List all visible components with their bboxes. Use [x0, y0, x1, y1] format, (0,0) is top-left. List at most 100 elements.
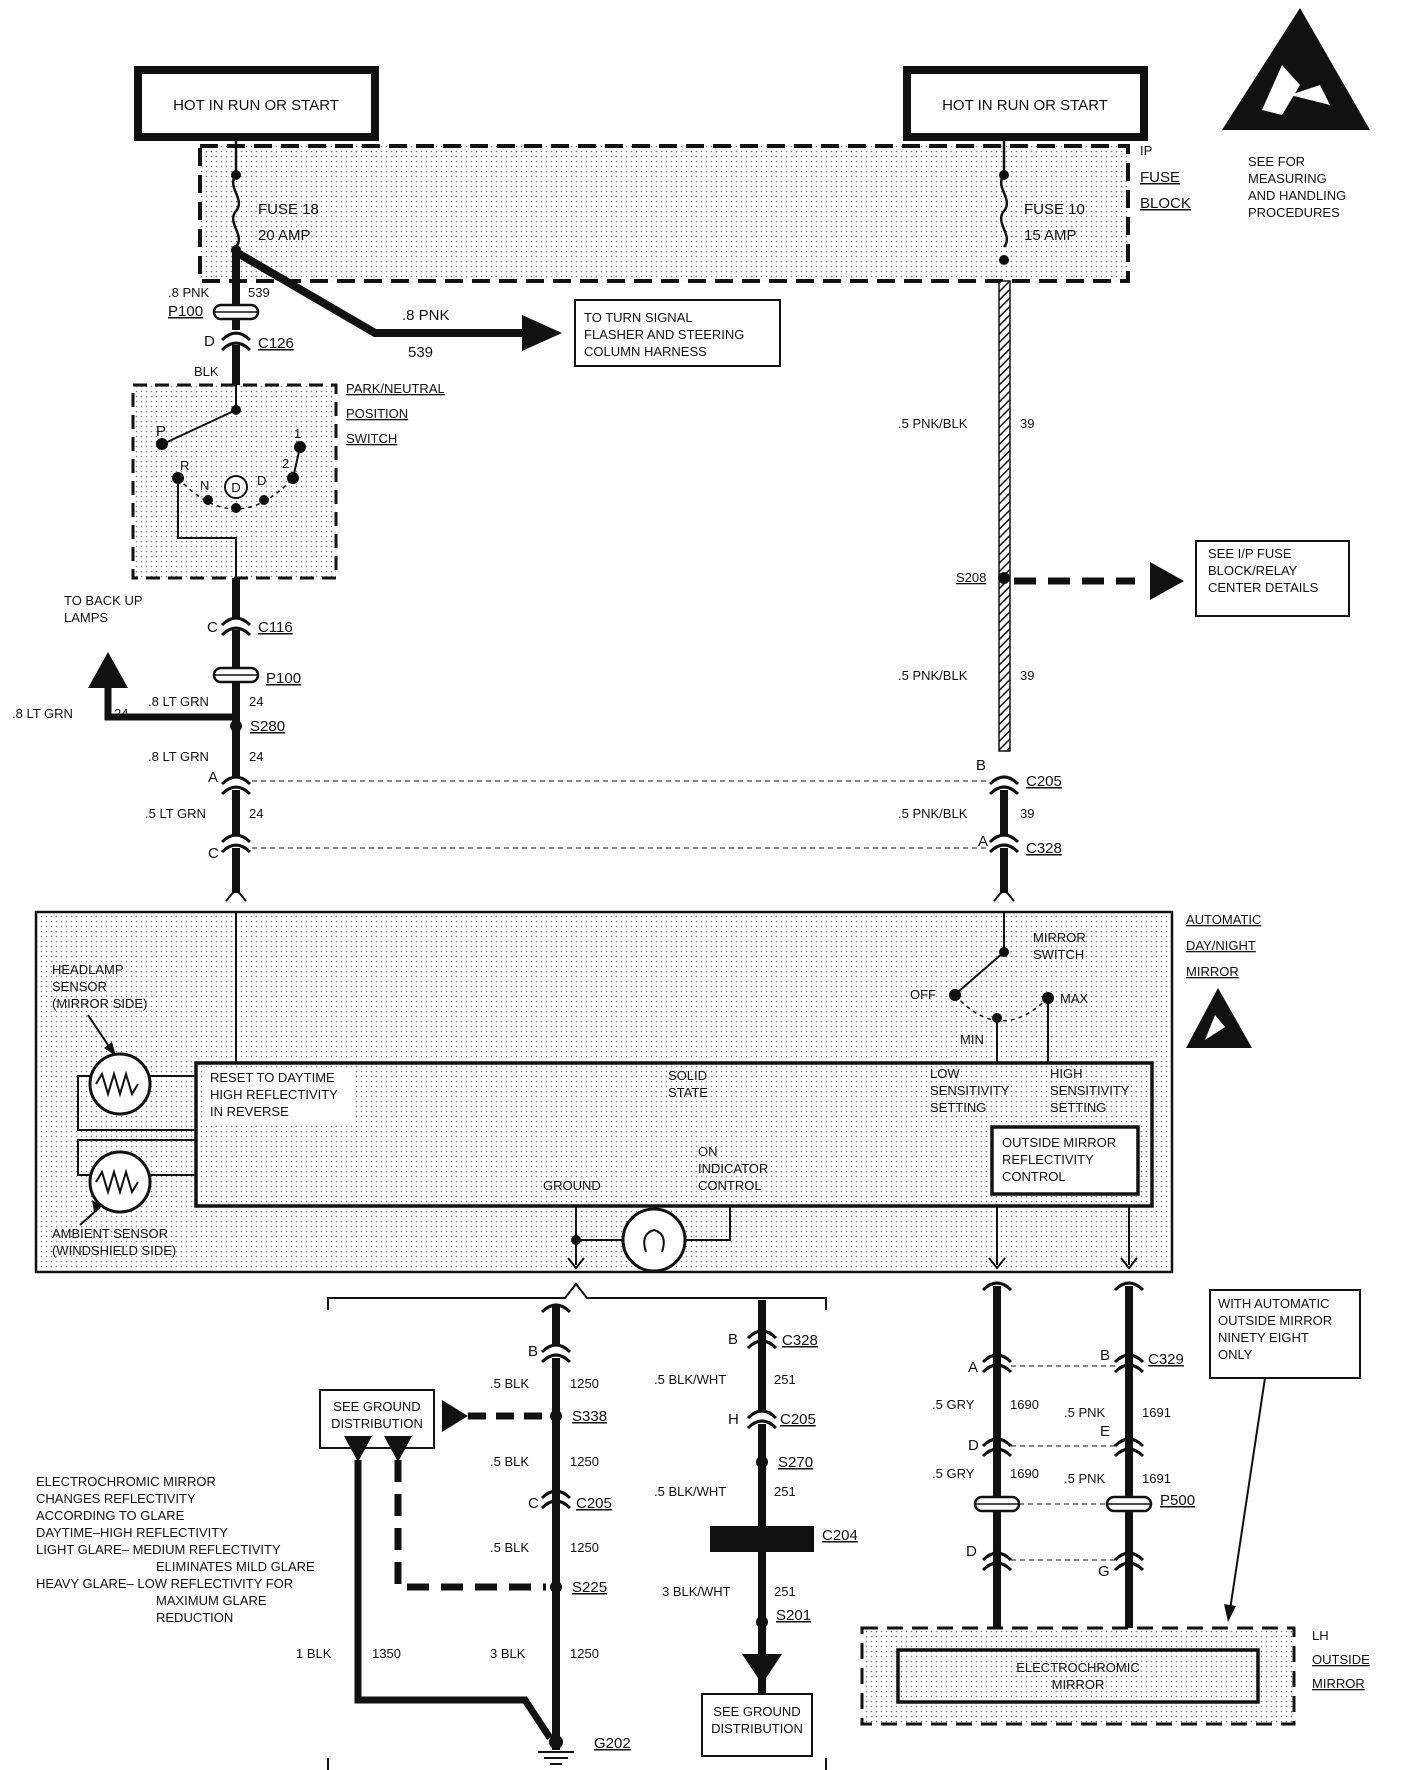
svg-text:1691: 1691: [1142, 1471, 1171, 1486]
lh-outside-mirror-label: LH OUTSIDE MIRROR: [1312, 1628, 1370, 1691]
svg-text:SENSITIVITY: SENSITIVITY: [1050, 1083, 1130, 1098]
svg-text:1690: 1690: [1010, 1466, 1039, 1481]
svg-text:.5 PNK: .5 PNK: [1064, 1471, 1106, 1486]
svg-text:39: 39: [1020, 806, 1034, 821]
svg-text:1691: 1691: [1142, 1405, 1171, 1420]
svg-text:C205: C205: [780, 1411, 816, 1428]
svg-text:OUTSIDE: OUTSIDE: [1312, 1652, 1370, 1667]
svg-text:D: D: [257, 473, 266, 488]
svg-text:REFLECTIVITY: REFLECTIVITY: [1002, 1152, 1094, 1167]
esd-warning-icon: [1222, 8, 1370, 130]
svg-text:539: 539: [248, 285, 270, 300]
fuse-block-label: IP FUSE BLOCK: [1140, 143, 1191, 212]
lower-connector: D G: [966, 1543, 1145, 1580]
c126: D C126: [204, 331, 294, 352]
c329-connector: A B C329: [968, 1347, 1184, 1376]
svg-text:E: E: [1100, 1423, 1110, 1440]
svg-text:.5 BLK: .5 BLK: [490, 1540, 529, 1555]
svg-text:3 BLK/WHT: 3 BLK/WHT: [662, 1584, 731, 1599]
svg-text:ONLY: ONLY: [1218, 1347, 1253, 1362]
svg-text:D: D: [968, 1437, 979, 1454]
svg-text:SEE I/P FUSE: SEE I/P FUSE: [1208, 546, 1292, 561]
svg-text:WITH AUTOMATIC: WITH AUTOMATIC: [1218, 1296, 1329, 1311]
svg-text:BLK: BLK: [194, 364, 219, 379]
svg-text:MEASURING: MEASURING: [1248, 171, 1327, 186]
svg-text:OUTSIDE MIRROR: OUTSIDE MIRROR: [1002, 1135, 1116, 1150]
svg-text:D: D: [966, 1543, 977, 1560]
svg-text:FUSE 18: FUSE 18: [258, 201, 319, 218]
svg-text:A: A: [968, 1359, 978, 1376]
svg-text:24: 24: [249, 806, 263, 821]
svg-text:TO BACK UP: TO BACK UP: [64, 593, 143, 608]
svg-text:HIGH REFLECTIVITY: HIGH REFLECTIVITY: [210, 1087, 338, 1102]
svg-text:HOT IN RUN OR START: HOT IN RUN OR START: [942, 97, 1108, 114]
svg-text:HIGH: HIGH: [1050, 1066, 1083, 1081]
svg-text:39: 39: [1020, 416, 1034, 431]
svg-text:POSITION: POSITION: [346, 406, 408, 421]
svg-text:1 BLK: 1 BLK: [296, 1646, 332, 1661]
svg-text:.5 BLK: .5 BLK: [490, 1376, 529, 1391]
svg-text:G202: G202: [594, 1735, 631, 1752]
svg-text:15 AMP: 15 AMP: [1024, 227, 1077, 244]
svg-text:TO TURN SIGNAL: TO TURN SIGNAL: [584, 310, 693, 325]
svg-text:.5 GRY: .5 GRY: [932, 1466, 975, 1481]
black-1350-wire: 1 BLK 1350: [296, 1436, 553, 1740]
svg-text:ELIMINATES MILD GLARE: ELIMINATES MILD GLARE: [156, 1559, 315, 1574]
p500-connector: P500: [973, 1492, 1195, 1513]
svg-text:P100: P100: [168, 303, 203, 320]
svg-text:.8 PNK: .8 PNK: [168, 285, 210, 300]
back-up-lamps-branch: TO BACK UP LAMPS .8 LT GRN 24: [12, 593, 236, 721]
svg-text:SENSOR: SENSOR: [52, 979, 107, 994]
svg-text:B: B: [728, 1331, 738, 1348]
svg-text:ACCORDING TO GLARE: ACCORDING TO GLARE: [36, 1508, 185, 1523]
svg-text:1250: 1250: [570, 1646, 599, 1661]
svg-text:CONTROL: CONTROL: [1002, 1169, 1066, 1184]
svg-text:.5 LT GRN: .5 LT GRN: [145, 806, 206, 821]
svg-text:ELECTROCHROMIC: ELECTROCHROMIC: [1016, 1660, 1140, 1675]
svg-text:251: 251: [774, 1584, 796, 1599]
svg-text:CHANGES REFLECTIVITY: CHANGES REFLECTIVITY: [36, 1491, 196, 1506]
svg-text:G: G: [1098, 1563, 1110, 1580]
svg-text:SETTING: SETTING: [1050, 1100, 1106, 1115]
svg-text:24: 24: [249, 694, 263, 709]
svg-text:FUSE 10: FUSE 10: [1024, 201, 1085, 218]
svg-text:HOT IN RUN OR START: HOT IN RUN OR START: [173, 97, 339, 114]
svg-text:1690: 1690: [1010, 1397, 1039, 1412]
svg-text:S225: S225: [572, 1579, 607, 1596]
svg-text:SETTING: SETTING: [930, 1100, 986, 1115]
svg-text:.5 BLK/WHT: .5 BLK/WHT: [654, 1372, 726, 1387]
svg-text:C: C: [207, 619, 218, 636]
esd-warning-small-icon: [1186, 988, 1252, 1048]
svg-text:FLASHER AND STEERING: FLASHER AND STEERING: [584, 327, 744, 342]
svg-text:B: B: [1100, 1347, 1110, 1364]
svg-text:D: D: [231, 480, 240, 495]
svg-text:MIN: MIN: [960, 1032, 984, 1047]
svg-text:.5 PNK/BLK: .5 PNK/BLK: [898, 416, 968, 431]
svg-text:.5 PNK: .5 PNK: [1064, 1405, 1106, 1420]
svg-text:PARK/NEUTRAL: PARK/NEUTRAL: [346, 381, 445, 396]
turn-signal-feed: .8 PNK 539 TO TURN SIGNAL FLASHER AND ST…: [233, 248, 781, 367]
svg-text:P500: P500: [1160, 1492, 1195, 1509]
s225-splice: S225: [384, 1436, 607, 1596]
svg-text:S338: S338: [572, 1408, 607, 1425]
svg-text:LH: LH: [1312, 1628, 1329, 1643]
svg-text:.5 BLK/WHT: .5 BLK/WHT: [654, 1484, 726, 1499]
headlamp-sensor: HEADLAMP SENSOR (MIRROR SIDE): [52, 962, 196, 1131]
outside-mirror-control-box: OUTSIDE MIRROR REFLECTIVITY CONTROL: [990, 1125, 1140, 1196]
reset-text: RESET TO DAYTIME HIGH REFLECTIVITY IN RE…: [210, 1070, 338, 1119]
c204-block: C204: [710, 1526, 858, 1552]
pnk-blk-wire: [998, 280, 1011, 752]
svg-text:DAYTIME–HIGH REFLECTIVITY: DAYTIME–HIGH REFLECTIVITY: [36, 1525, 228, 1540]
on-indicator-text: ON INDICATOR CONTROL: [698, 1144, 768, 1193]
svg-text:P100: P100: [266, 670, 301, 687]
c328-ground-pin: B: [528, 1343, 572, 1364]
svg-text:B: B: [976, 757, 986, 774]
s270-splice: S270: [756, 1454, 813, 1471]
svg-text:H: H: [728, 1411, 739, 1428]
svg-text:DISTRIBUTION: DISTRIBUTION: [711, 1721, 803, 1736]
svg-text:MIRROR: MIRROR: [1033, 930, 1086, 945]
svg-text:MIRROR: MIRROR: [1312, 1676, 1365, 1691]
hot-box-right: HOT IN RUN OR START: [903, 66, 1148, 141]
ambient-sensor: AMBIENT SENSOR (WINDSHIELD SIDE): [52, 1139, 196, 1258]
svg-text:C: C: [528, 1495, 539, 1512]
